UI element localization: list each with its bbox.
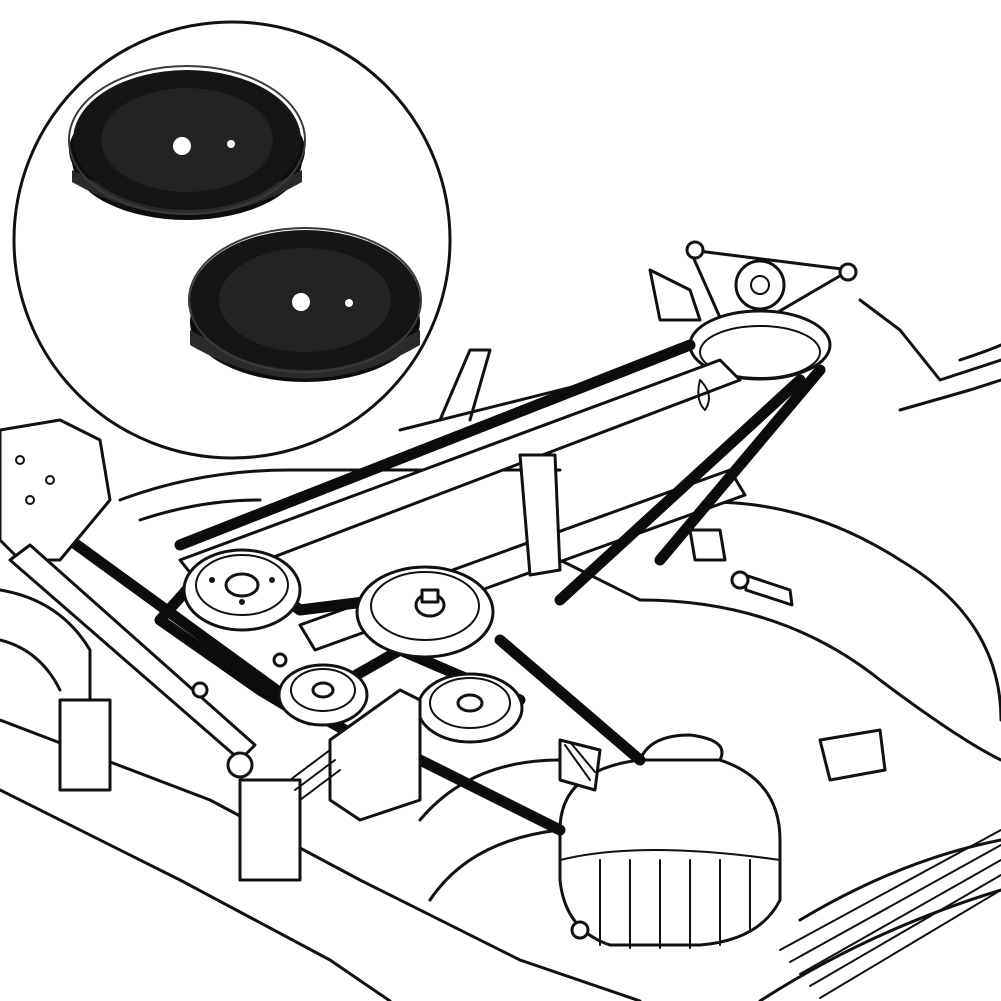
spindle-pulley-center <box>355 565 495 659</box>
spindle-pulley-right <box>416 672 524 744</box>
pulley-top <box>68 65 306 220</box>
blade-housing-cover <box>558 733 782 949</box>
deck-vent-stripes <box>779 829 1001 999</box>
mounting-bolts <box>191 528 887 940</box>
pulley-bottom <box>188 227 422 382</box>
front-lift-bracket <box>289 688 602 822</box>
idler-bracket-assembly <box>648 240 1001 412</box>
left-deck-bracket <box>0 418 302 882</box>
spindle-pulley-left <box>182 548 302 632</box>
idler-pulley <box>277 663 369 727</box>
